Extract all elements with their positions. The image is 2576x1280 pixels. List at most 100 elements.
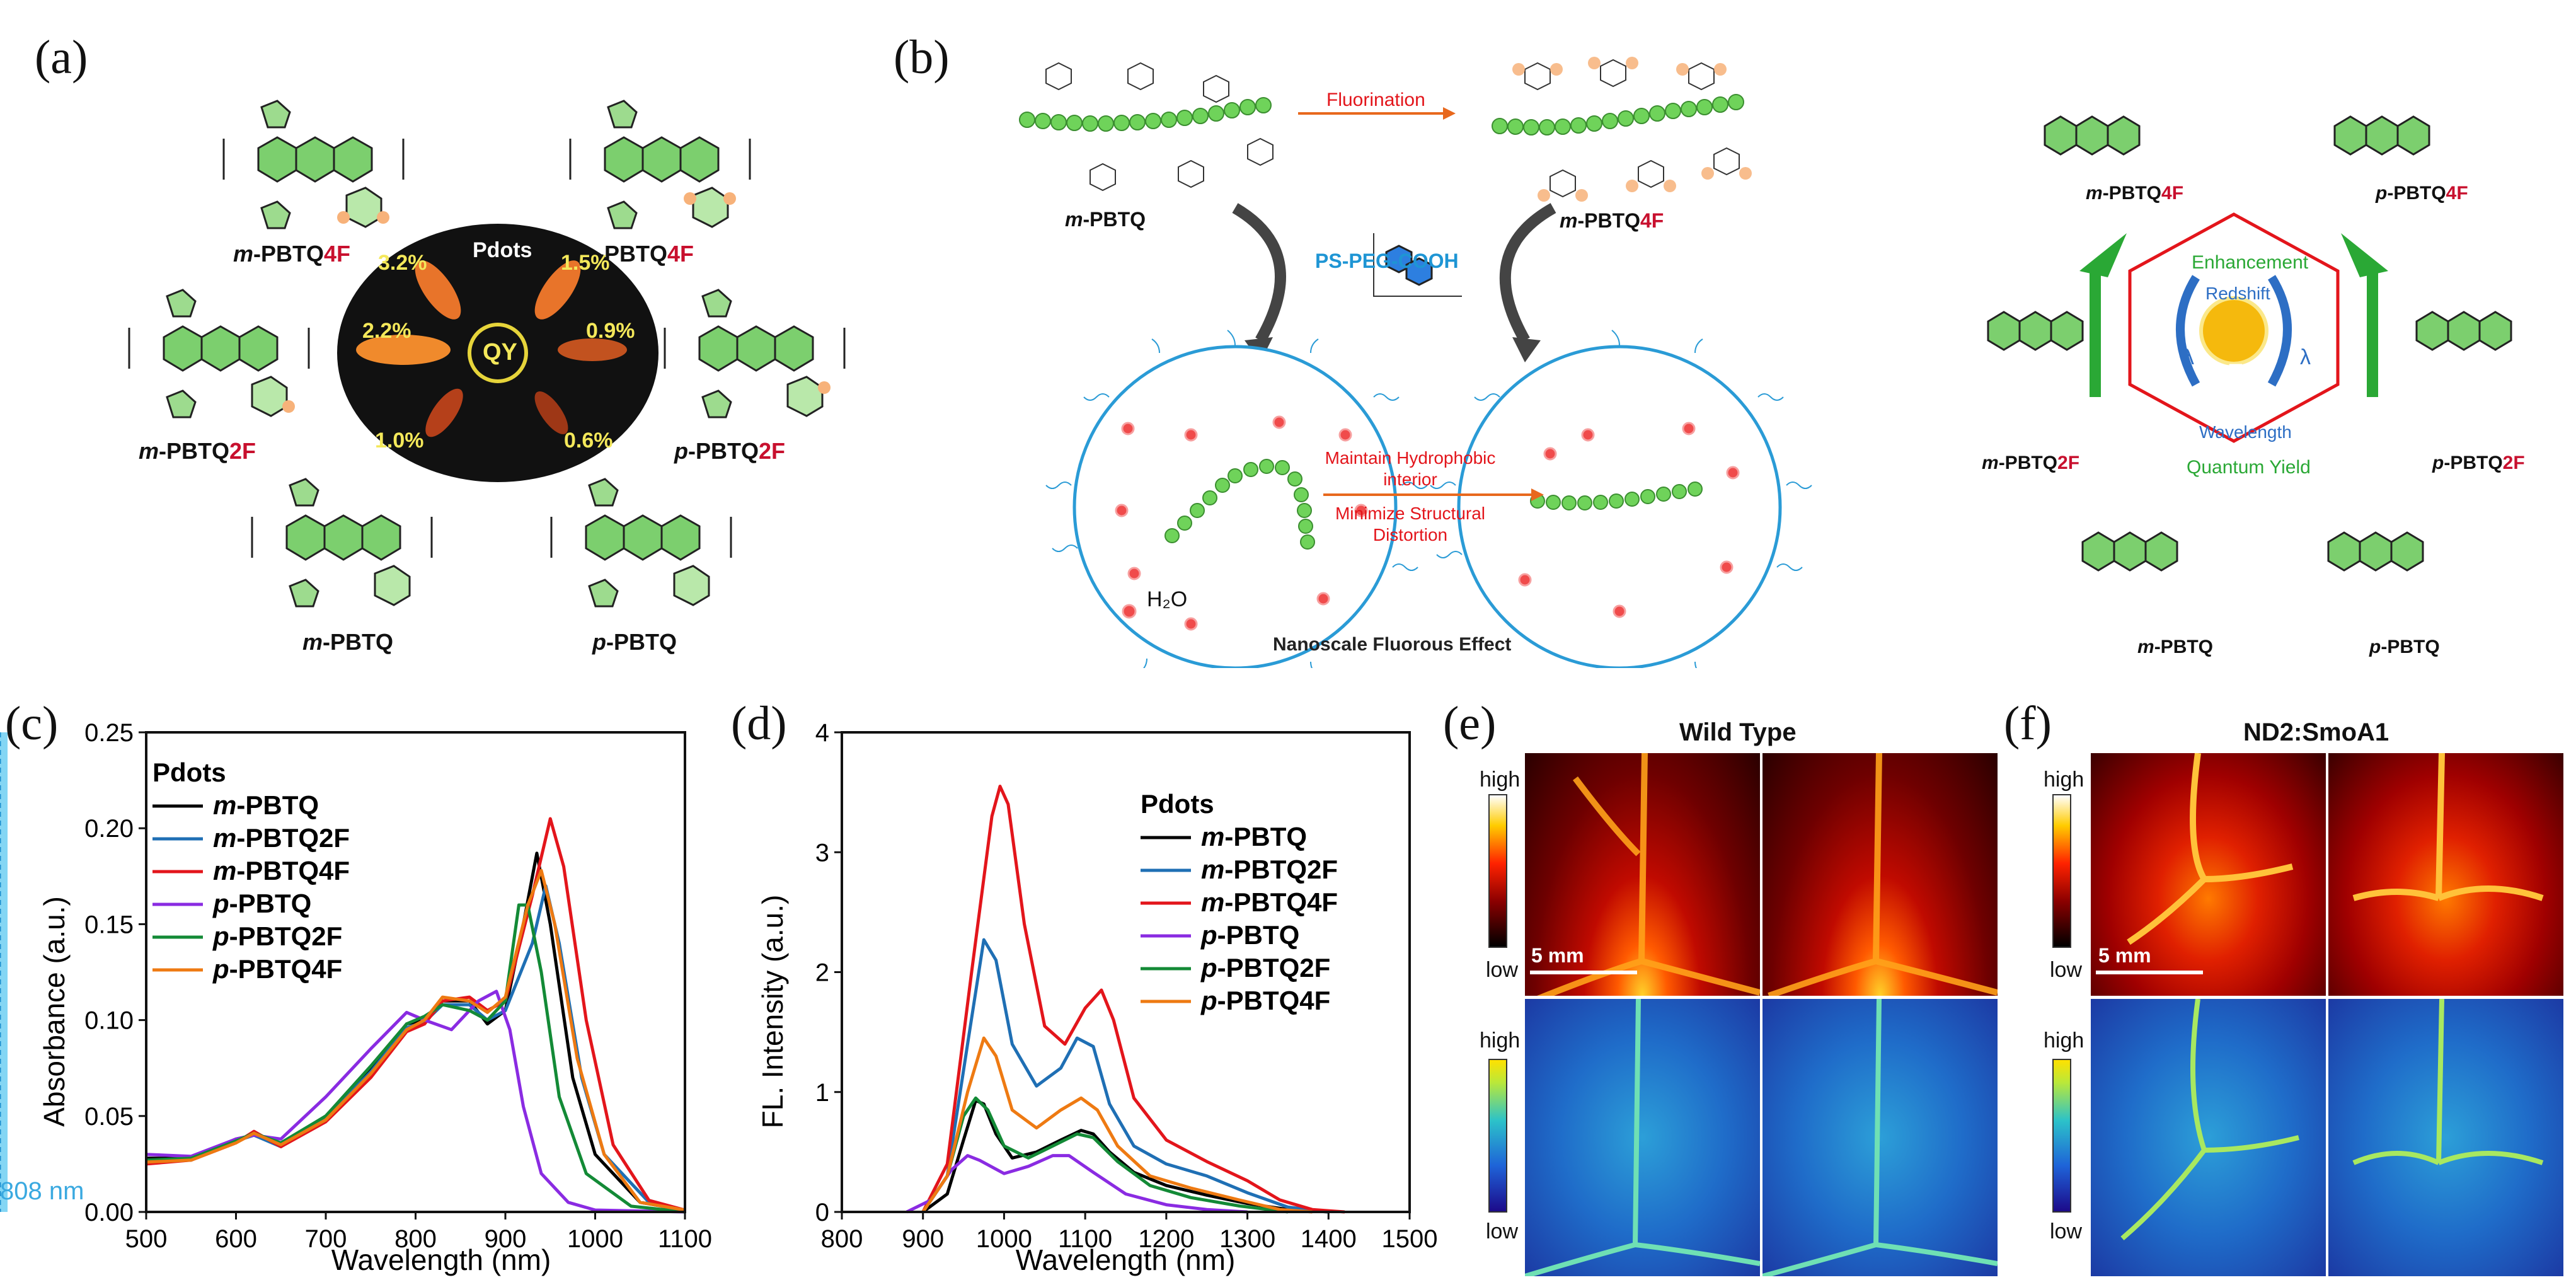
hex-enhancement: Enhancement <box>2192 252 2309 273</box>
hex-label-p-pbtq: p-PBTQ <box>2369 637 2440 657</box>
b-label-m-pbtq4f: m-PBTQ4F <box>1560 209 1664 232</box>
y-tick-label: 2 <box>815 959 829 987</box>
label-p-pbtq: p-PBTQ <box>592 629 677 655</box>
legend-label: m-PBTQ4F <box>1201 887 1338 917</box>
smoa1-jet-image-2 <box>2328 999 2563 1276</box>
hex-redshift: Redshift <box>2205 284 2270 303</box>
wild-type-title: Wild Type <box>1679 718 1797 746</box>
x-tick-label: 1300 <box>1219 1225 1275 1253</box>
annotation-808nm: 808 nm <box>0 1177 84 1205</box>
x-tick-label: 700 <box>305 1225 347 1253</box>
y-tick-label: 0.20 <box>84 815 134 843</box>
e-colorbar-hot <box>1488 794 1507 948</box>
pdots-qy-ellipse <box>337 224 658 482</box>
x-tick-label: 600 <box>215 1225 257 1253</box>
structure-m-pbtq4f <box>222 100 405 229</box>
x-tick-label: 900 <box>485 1225 527 1253</box>
chart-fluorescence: Wavelength (nm) FL. Intensity (a.u.) 800… <box>756 719 1437 1276</box>
panel-f-letter: (f) <box>2004 697 2052 750</box>
x-tick-label: 1100 <box>658 1225 712 1253</box>
highlight-band-808nm <box>0 732 8 1212</box>
fluorine-center: F <box>2228 359 2243 387</box>
hex-label-p-pbtq4f: p-PBTQ4F <box>2376 183 2468 204</box>
series-line-p-pbtq4f <box>921 1036 1313 1214</box>
series-line-p-pbtq4f <box>146 868 686 1212</box>
f-colorbar-jet <box>2052 1059 2071 1213</box>
pdots-title: Pdots <box>473 238 532 262</box>
series-line-m-pbtq2f <box>921 938 1329 1214</box>
panel-d-letter: (d) <box>731 697 787 750</box>
hex-label-m-pbtq: m-PBTQ <box>2137 637 2214 657</box>
series-line-m-pbtq <box>922 1098 1329 1214</box>
legend-title: Pdots <box>152 758 226 787</box>
structure-p-pbtq <box>550 478 732 608</box>
e-cbar-high-bottom: high <box>1480 1029 1521 1052</box>
f-cbar-high-top: high <box>2044 768 2084 792</box>
y-tick-label: 0.10 <box>84 1007 134 1035</box>
x-tick-label: 900 <box>902 1225 944 1253</box>
x-tick-label: 1000 <box>567 1225 623 1253</box>
chart-d-xlabel: Wavelength (nm) <box>1016 1243 1236 1276</box>
legend-label: p-PBTQ2F <box>212 921 342 951</box>
e-cbar-high-top: high <box>1480 768 1521 792</box>
hex-label-m-pbtq2f: m-PBTQ2F <box>1982 453 2080 473</box>
e-scale-bar <box>1530 971 1637 974</box>
series-line-p-pbtq2f <box>921 1096 1289 1214</box>
legend-label: m-PBTQ <box>1201 822 1307 851</box>
hex-wavelength: Wavelength <box>2199 422 2292 442</box>
legend-label: m-PBTQ2F <box>213 823 350 853</box>
legend-label: m-PBTQ4F <box>213 856 350 885</box>
qy-label: QY <box>483 339 517 366</box>
f-cbar-high-bottom: high <box>2044 1029 2084 1052</box>
x-tick-label: 1000 <box>976 1225 1032 1253</box>
maintain-label: Maintain Hydrophobic interior <box>1325 448 1496 489</box>
b-label-m-pbtq: m-PBTQ <box>1065 208 1146 231</box>
fluorination-label: Fluorination <box>1326 89 1425 110</box>
f-scale-label: 5 mm <box>2098 944 2151 967</box>
hex-label-p-pbtq2f: p-PBTQ2F <box>2432 453 2525 473</box>
qy-percent-2: 1.5% <box>561 251 610 275</box>
y-tick-label: 1 <box>815 1079 829 1107</box>
label-m-pbtq2f: m-PBTQ2F <box>139 438 256 464</box>
x-tick-label: 1100 <box>1058 1225 1112 1253</box>
x-tick-label: 800 <box>821 1225 863 1253</box>
chart-absorbance: Wavelength (nm) Absorbance (a.u.) 808 nm… <box>0 719 712 1276</box>
label-p-pbtq2f: p-PBTQ2F <box>674 438 786 464</box>
f-colorbar-hot <box>2052 794 2071 948</box>
nanoscale-fluorous-effect: Nanoscale Fluorous Effect <box>1273 634 1512 655</box>
qy-percent-3: 2.2% <box>362 319 411 343</box>
legend-label: m-PBTQ <box>213 790 319 820</box>
e-scale-label: 5 mm <box>1531 944 1584 967</box>
chart-d-ylabel: FL. Intensity (a.u.) <box>756 895 789 1129</box>
wt-jet-image-1 <box>1525 999 1760 1276</box>
water-label: H₂O <box>1147 587 1188 611</box>
x-tick-label: 1400 <box>1301 1225 1357 1253</box>
x-tick-label: 1200 <box>1138 1225 1194 1253</box>
panel-b: m-PBTQ m-PBTQ4F Fluorination PS-PEG-COOH… <box>983 44 2558 674</box>
panel-c-letter: (c) <box>5 697 59 750</box>
qy-percent-5: 1.0% <box>375 429 424 453</box>
series-line-m-pbtq4f <box>921 785 1345 1214</box>
qy-percent-1: 3.2% <box>378 251 427 275</box>
minimize-label: Minimize Structural Distortion <box>1335 504 1486 545</box>
f-cbar-low-top: low <box>2050 958 2083 982</box>
y-tick-label: 0.05 <box>84 1103 134 1131</box>
nd2-smoa1-title: ND2:SmoA1 <box>2243 718 2389 746</box>
qy-percent-6: 0.6% <box>564 429 613 453</box>
chart-c-ylabel: Absorbance (a.u.) <box>38 896 71 1127</box>
legend-label: p-PBTQ <box>1200 920 1299 950</box>
hex-label-m-pbtq4f: m-PBTQ4F <box>2086 183 2184 204</box>
hex-quantum-yield: Quantum Yield <box>2187 457 2311 478</box>
x-tick-label: 500 <box>125 1225 168 1253</box>
label-m-pbtq: m-PBTQ <box>302 629 394 655</box>
wt-hot-image-1 <box>1525 753 1760 996</box>
structure-p-pbtq4f <box>569 100 751 229</box>
label-m-pbtq4f: m-PBTQ4F <box>233 241 351 267</box>
x-tick-label: 800 <box>394 1225 437 1253</box>
legend-label: p-PBTQ4F <box>1200 986 1330 1015</box>
f-scale-bar <box>2096 971 2203 974</box>
lambda-left: λ <box>2183 345 2194 369</box>
smoa1-hot-image-1 <box>2091 753 2326 996</box>
structure-m-pbtq <box>251 478 433 608</box>
f-cbar-low-bottom: low <box>2050 1219 2083 1243</box>
